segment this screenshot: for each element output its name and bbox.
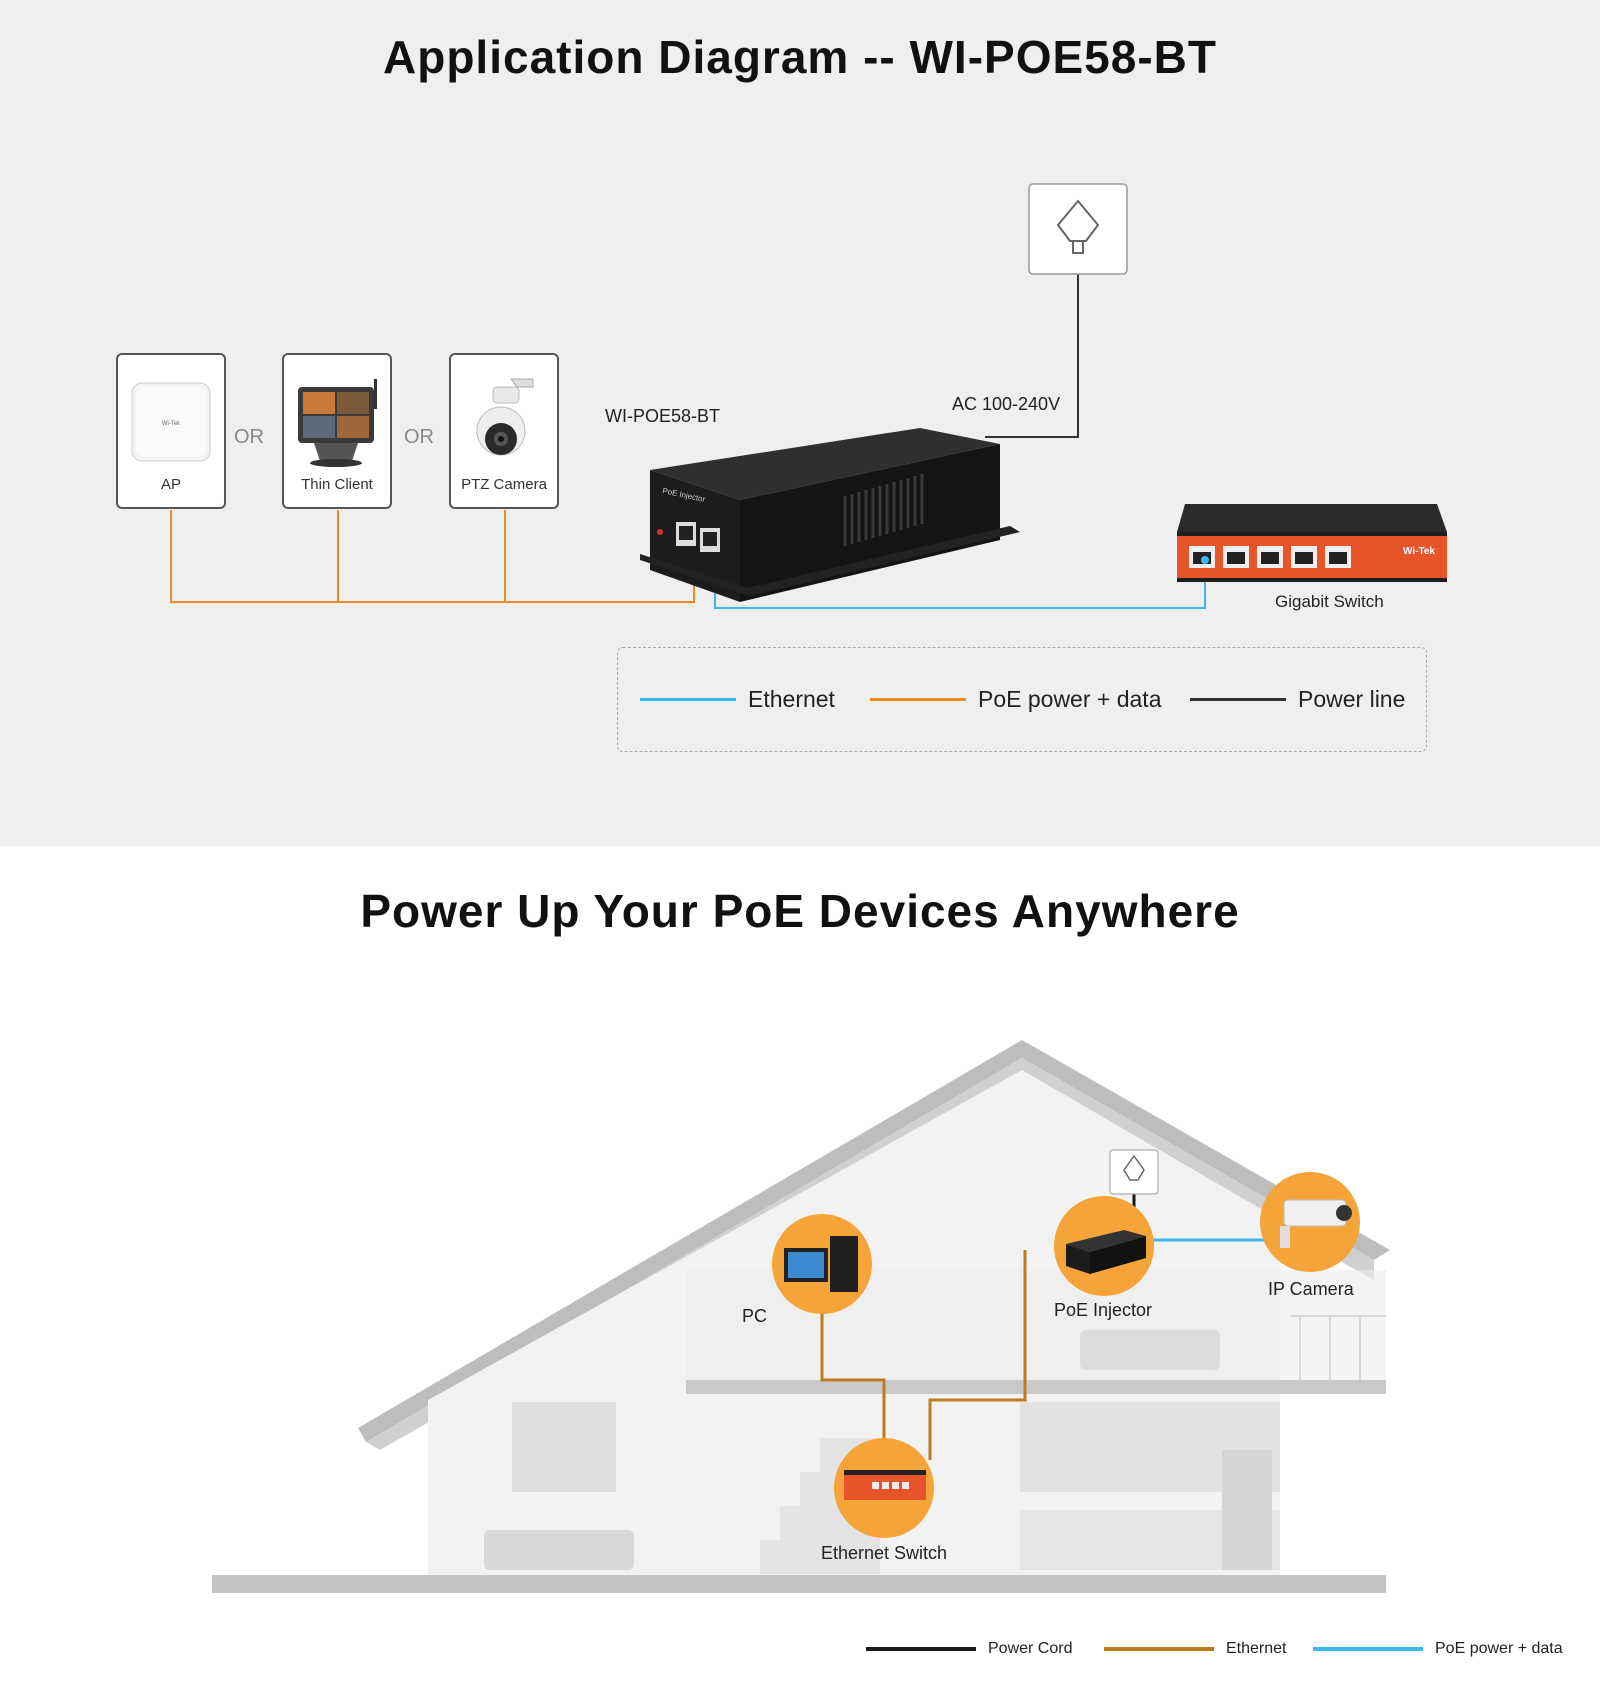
ethernet-switch-label: Ethernet Switch bbox=[821, 1543, 948, 1563]
poe-injector-icon: PoE Injector bbox=[640, 428, 1020, 602]
legend-poe: PoE power + data bbox=[870, 686, 1161, 713]
or-label-1: OR bbox=[234, 426, 264, 448]
gigabit-switch-label: Gigabit Switch bbox=[1275, 592, 1384, 611]
power-up-title: Power Up Your PoE Devices Anywhere bbox=[360, 885, 1240, 937]
legend-power-line-swatch bbox=[1190, 698, 1286, 701]
thin-client-label: Thin Client bbox=[301, 476, 373, 493]
ac-power-label: AC 100-240V bbox=[952, 394, 1061, 414]
power-line bbox=[985, 272, 1079, 438]
legend-ethernet: Ethernet bbox=[640, 686, 835, 713]
poe-line-ap bbox=[170, 510, 695, 603]
legend-poe-2-swatch bbox=[1313, 1647, 1423, 1651]
or-label-2: OR bbox=[404, 426, 434, 448]
legend-poe-label: PoE power + data bbox=[978, 686, 1162, 712]
ptz-camera-icon bbox=[476, 378, 534, 456]
thin-client-icon bbox=[298, 379, 377, 467]
access-point-icon: Wi-Tek bbox=[131, 382, 211, 462]
legend-poe-2-label: PoE power + data bbox=[1435, 1640, 1563, 1657]
gigabit-switch-icon: Wi-Tek bbox=[1177, 504, 1447, 582]
legend-poe-swatch bbox=[870, 698, 966, 701]
ptz-camera-label: PTZ Camera bbox=[461, 476, 547, 493]
house-illustration bbox=[212, 1040, 1390, 1593]
legend-power-line: Power line bbox=[1190, 686, 1405, 713]
legend-ethernet-2-label: Ethernet bbox=[1226, 1640, 1287, 1657]
ip-camera-label: IP Camera bbox=[1268, 1279, 1354, 1299]
power-socket-icon bbox=[1028, 183, 1128, 275]
application-diagram-panel: Application Diagram -- WI-POE58-BT Wi-Te… bbox=[0, 0, 1600, 846]
diagram-legend: Ethernet PoE power + data Power line bbox=[617, 647, 1427, 752]
ptz-camera-device-box: PTZ Camera bbox=[449, 353, 559, 509]
legend-ethernet-label: Ethernet bbox=[748, 686, 835, 712]
legend-power-cord: Power Cord bbox=[866, 1640, 1072, 1658]
legend-ethernet-2-swatch bbox=[1104, 1647, 1214, 1651]
legend-power-line-label: Power line bbox=[1298, 686, 1406, 712]
poe-injector-label: PoE Injector bbox=[1054, 1300, 1153, 1320]
ap-device-box: Wi-Tek AP bbox=[116, 353, 226, 509]
switch-brand: Wi-Tek bbox=[1403, 546, 1435, 557]
injector-model-label: WI-POE58-BT bbox=[605, 406, 721, 426]
ap-label: AP bbox=[160, 476, 181, 493]
legend-power-cord-label: Power Cord bbox=[988, 1640, 1073, 1657]
legend-poe-2: PoE power + data bbox=[1313, 1640, 1563, 1658]
pc-label: PC bbox=[742, 1306, 768, 1326]
legend-ethernet-2: Ethernet bbox=[1104, 1640, 1286, 1658]
legend-ethernet-swatch bbox=[640, 698, 736, 701]
svg-text:Wi-Tek: Wi-Tek bbox=[162, 421, 181, 427]
thin-client-device-box: Thin Client bbox=[282, 353, 392, 509]
application-diagram-title: Application Diagram -- WI-POE58-BT bbox=[383, 31, 1217, 83]
legend-power-cord-swatch bbox=[866, 1647, 976, 1651]
